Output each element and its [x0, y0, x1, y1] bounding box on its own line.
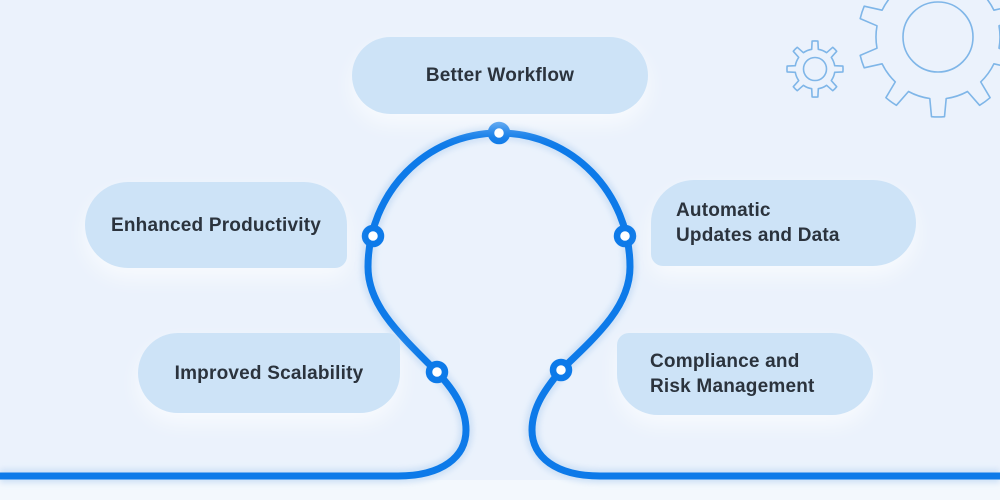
pill-label: Enhanced Productivity: [110, 214, 322, 236]
label-pill-automatic-updates: Automatic Updates and Data: [651, 180, 916, 266]
pill-label: Better Workflow: [425, 65, 575, 86]
label-pill-compliance-risk: Compliance and Risk Management: [617, 333, 873, 415]
pill-label: Improved Scalability: [174, 362, 364, 384]
pill-label-line2: Risk Management: [650, 376, 815, 397]
gear-icon: [859, 0, 1000, 118]
node-improved-scalability: [425, 360, 449, 384]
node-automatic-updates: [613, 224, 637, 248]
node-compliance-risk: [549, 358, 573, 382]
milestone-nodes: [361, 121, 637, 384]
label-pill-enhanced-productivity: Enhanced Productivity: [85, 182, 347, 268]
gear-hub-icon: [802, 56, 828, 82]
gear-hub-icon: [902, 1, 974, 73]
gear-icon: [786, 40, 844, 98]
label-pill-better-workflow: Better Workflow: [352, 37, 648, 114]
bottom-strip: [0, 480, 1000, 500]
pill-label-line1: Compliance and: [650, 351, 800, 372]
gear-decoration: [786, 0, 1000, 118]
label-pill-improved-scalability: Improved Scalability: [138, 333, 400, 413]
node-better-workflow: [487, 121, 511, 145]
node-enhanced-productivity: [361, 224, 385, 248]
pill-label-line1: Automatic: [676, 200, 771, 221]
pill-label-line2: Updates and Data: [676, 225, 840, 246]
